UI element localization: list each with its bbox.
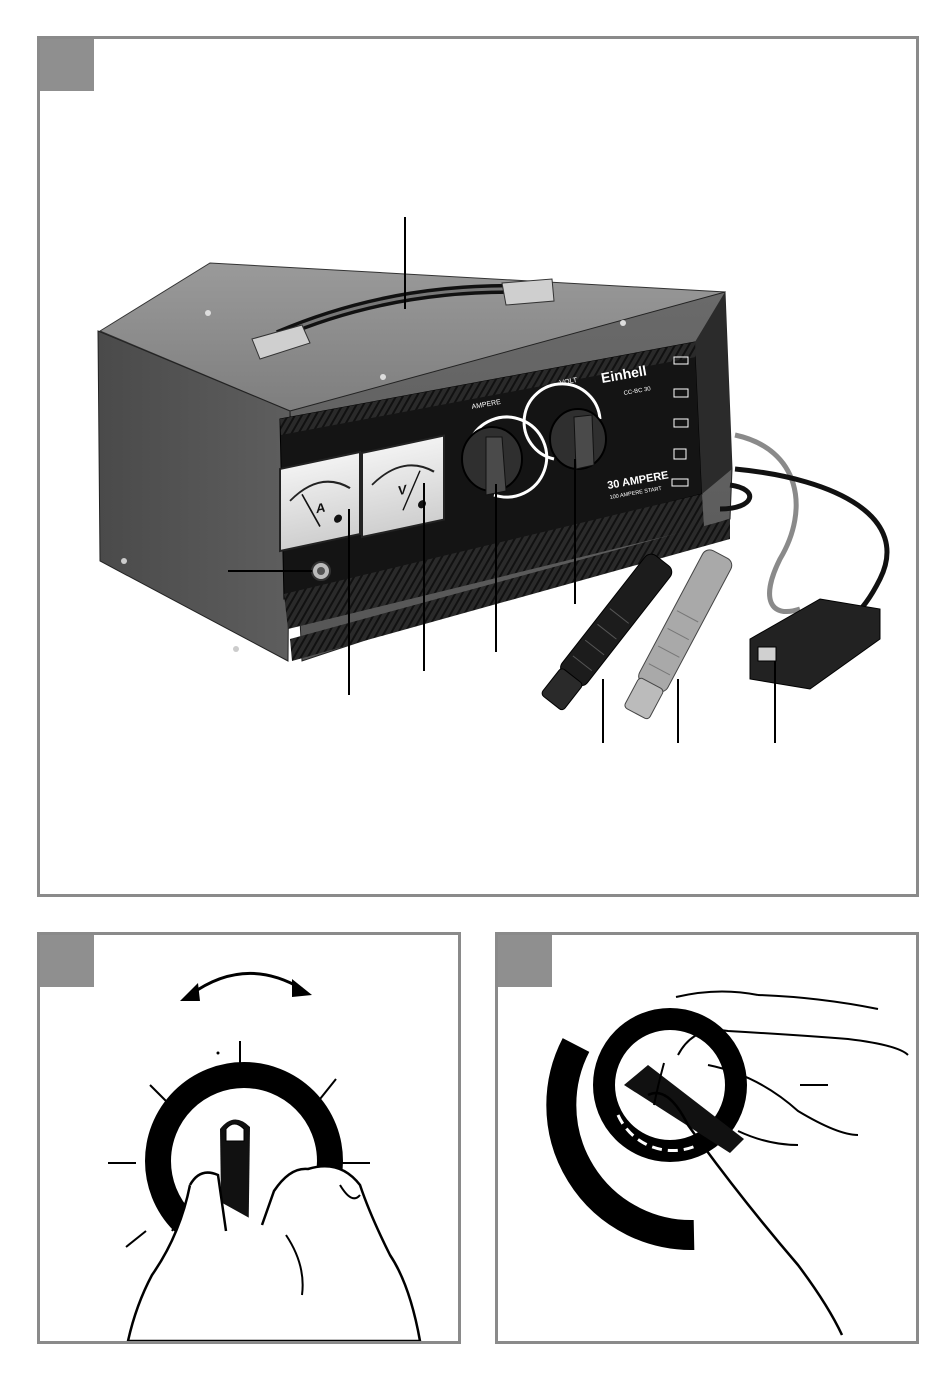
black-cable: [735, 469, 887, 623]
screw: [205, 310, 211, 316]
screw: [380, 374, 386, 380]
mains-plug: [750, 599, 880, 689]
figure-3-panel: [495, 932, 919, 1344]
screw: [233, 646, 239, 652]
dial-turning-illustration: [40, 935, 458, 1341]
handle-bracket-right: [502, 279, 554, 305]
rotation-arrow-icon: [190, 973, 302, 995]
screw: [620, 320, 626, 326]
voltmeter-unit-label: V: [398, 482, 407, 499]
red-cable: [735, 435, 800, 612]
figure-1-panel: A V AMPERE VOLT Einhell CC-BC 30 30 AMPE…: [37, 36, 919, 897]
hand-outline: [648, 1093, 842, 1335]
dial-pressing-illustration: [498, 935, 916, 1341]
voltmeter: V: [362, 436, 444, 537]
ammeter-unit-label: A: [316, 499, 326, 516]
figure-2-panel: [37, 932, 461, 1344]
screw: [121, 558, 127, 564]
battery-charger-illustration: A V AMPERE VOLT Einhell CC-BC 30 30 AMPE…: [40, 39, 916, 894]
